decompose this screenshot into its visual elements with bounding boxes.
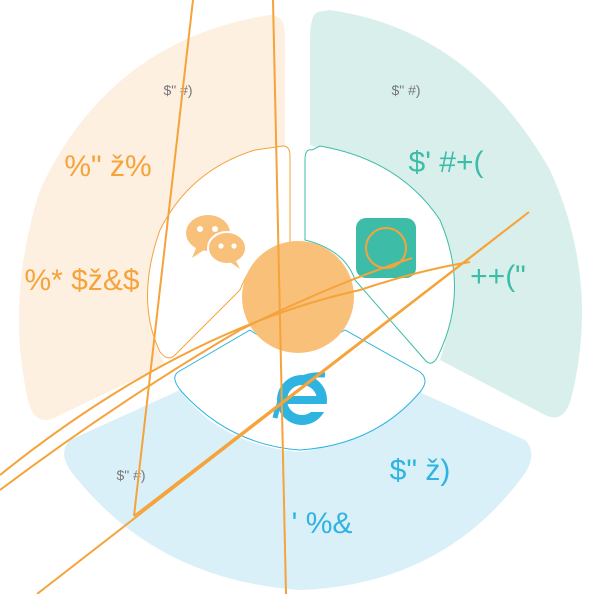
right-outer-segment: [310, 10, 583, 418]
overlay-lines: [0, 0, 530, 594]
left-value-top: %" ž%: [64, 150, 151, 183]
overlay-line-1: [133, 0, 194, 517]
left-value-bottom: %* $ž&$: [24, 264, 139, 297]
bottom-outer-segment: [64, 390, 532, 590]
right-value-bottom: ++(": [470, 260, 526, 293]
overlay-line-2: [272, 0, 287, 594]
bottom-small-label: $" #): [116, 467, 145, 483]
wechat-icon: [186, 215, 247, 269]
right-value-top: $' #+(: [409, 146, 484, 179]
app-square-icon: [356, 218, 416, 278]
left-outer-segment: [18, 15, 286, 420]
overlay-curve-1: [0, 257, 413, 491]
overlay-line-3: [36, 211, 530, 594]
bottom-value-bottom: ' %&: [292, 507, 353, 540]
right-small-label: $" #): [391, 82, 420, 98]
bottom-value-top: $" ž): [390, 454, 451, 487]
left-small-label: $" #): [163, 82, 192, 98]
overlay-curve-2: [0, 261, 471, 476]
center-circle: [242, 241, 354, 353]
